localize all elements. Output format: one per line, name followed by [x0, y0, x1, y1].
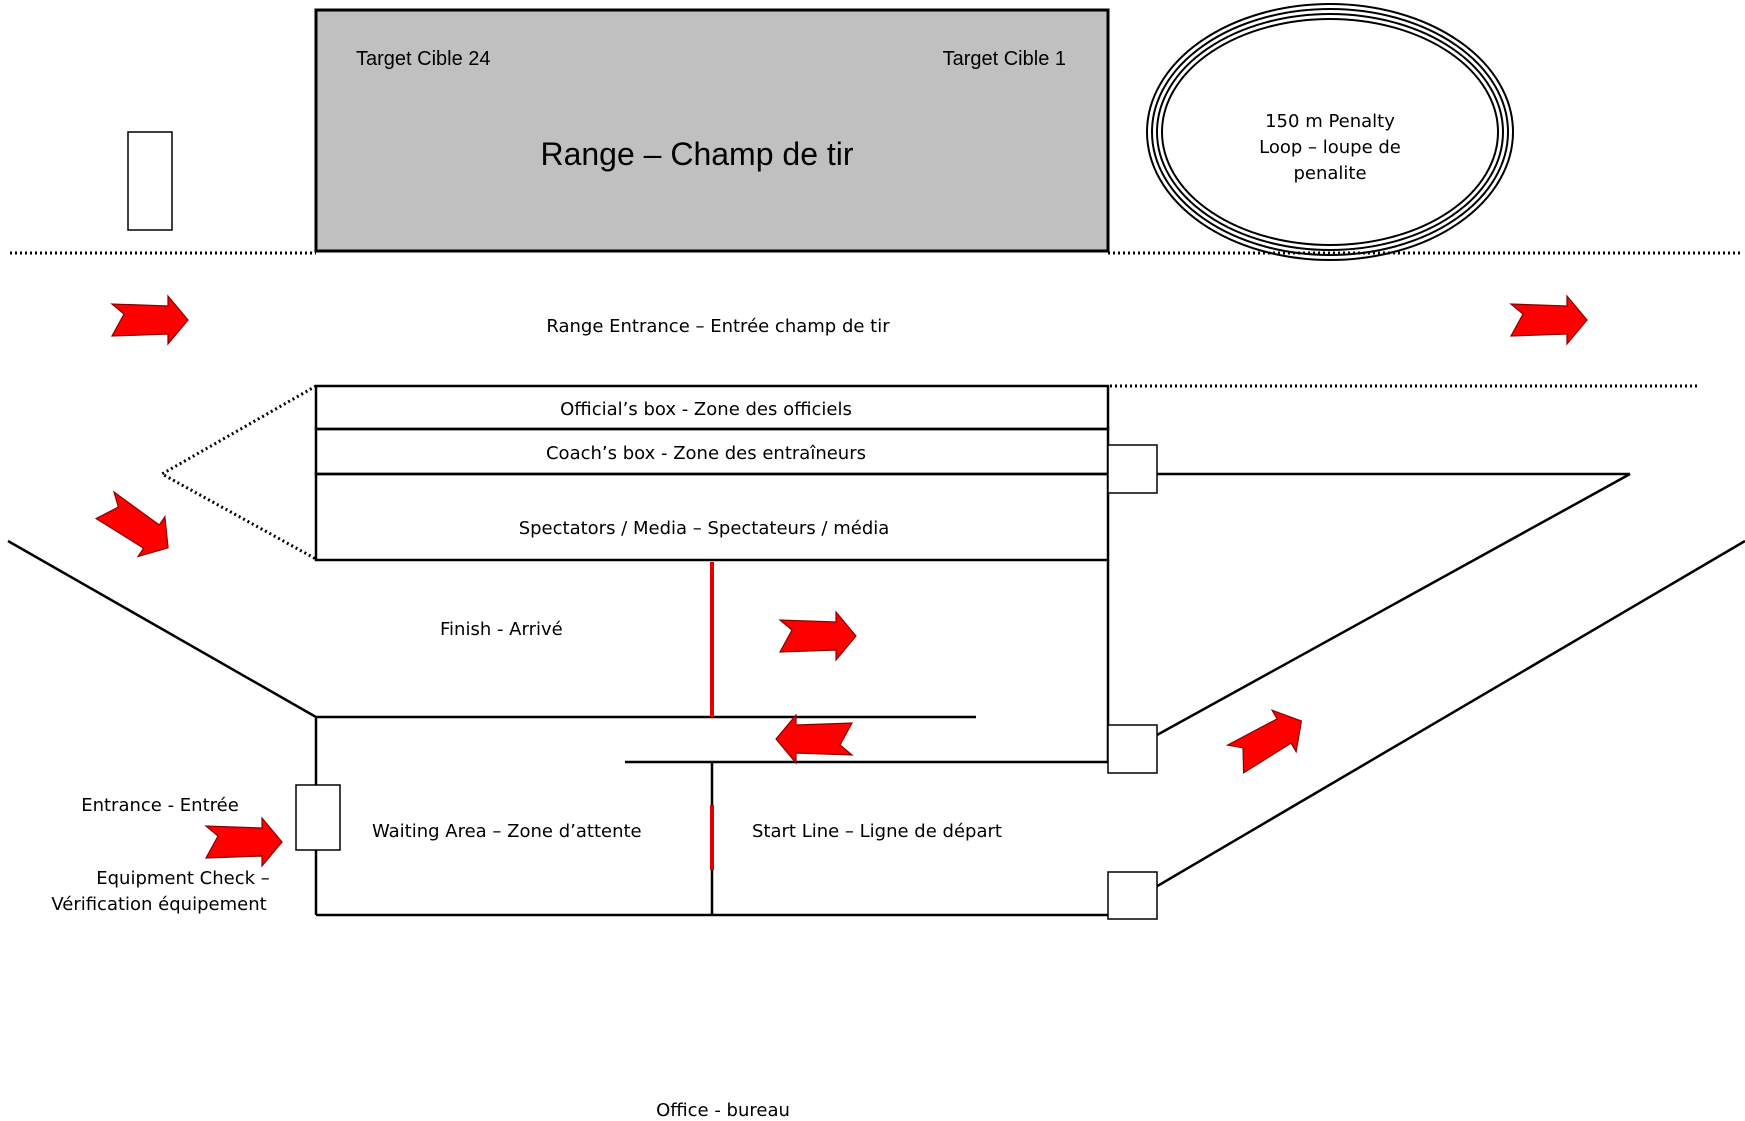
waiting-area-label: Waiting Area – Zone d’attente	[372, 821, 642, 842]
range-target-left-label: Target Cible 24	[356, 48, 491, 70]
arrow-right-icon	[1509, 294, 1588, 346]
arrow-diagonal-down-right-icon	[94, 490, 169, 558]
entrance-label: Entrance - Entrée	[81, 795, 239, 816]
corner-box-middle	[1107, 724, 1158, 774]
equipment-check-label-2: Vérification équipement	[51, 894, 266, 915]
equipment-check-label-1: Equipment Check –	[96, 868, 270, 889]
finish-label: Finish - Arrivé	[440, 619, 563, 640]
arrow-left-icon	[775, 713, 854, 765]
arrow-diagonal-up-right-icon	[1225, 709, 1303, 774]
upper-diagonal-track	[1107, 472, 1631, 764]
spectator-wedge-boundary	[158, 384, 317, 561]
officials-box-label: Official’s box - Zone des officiels	[560, 399, 852, 420]
range-side-box	[127, 131, 173, 231]
corner-box-bottom	[1107, 871, 1158, 920]
penalty-loop-label-2: Loop – loupe de	[1259, 137, 1401, 158]
spectators-box-label: Spectators / Media – Spectateurs / média	[519, 518, 890, 539]
spectators-box	[314, 472, 1110, 562]
range-area	[314, 8, 1110, 253]
penalty-loop-label-1: 150 m Penalty	[1265, 111, 1395, 132]
start-line-label: Start Line – Ligne de départ	[752, 821, 1002, 842]
office-label: Office - bureau	[656, 1100, 790, 1121]
penalty-loop	[1146, 3, 1514, 261]
range-target-right-label: Target Cible 1	[943, 48, 1066, 70]
lower-diagonal-track	[1107, 539, 1745, 917]
range-entrance-label: Range Entrance – Entrée champ de tir	[546, 316, 890, 337]
equipment-check-box	[295, 784, 341, 851]
left-diagonal-boundary	[7, 539, 317, 719]
coaches-box-label: Coach’s box - Zone des entraîneurs	[546, 443, 866, 464]
corner-box-top	[1107, 444, 1158, 494]
arrow-right-icon	[778, 610, 857, 662]
penalty-loop-label-3: penalite	[1293, 163, 1366, 184]
range-title: Range – Champ de tir	[540, 136, 853, 172]
arrow-right-icon	[204, 816, 283, 868]
arrow-right-icon	[110, 294, 189, 346]
